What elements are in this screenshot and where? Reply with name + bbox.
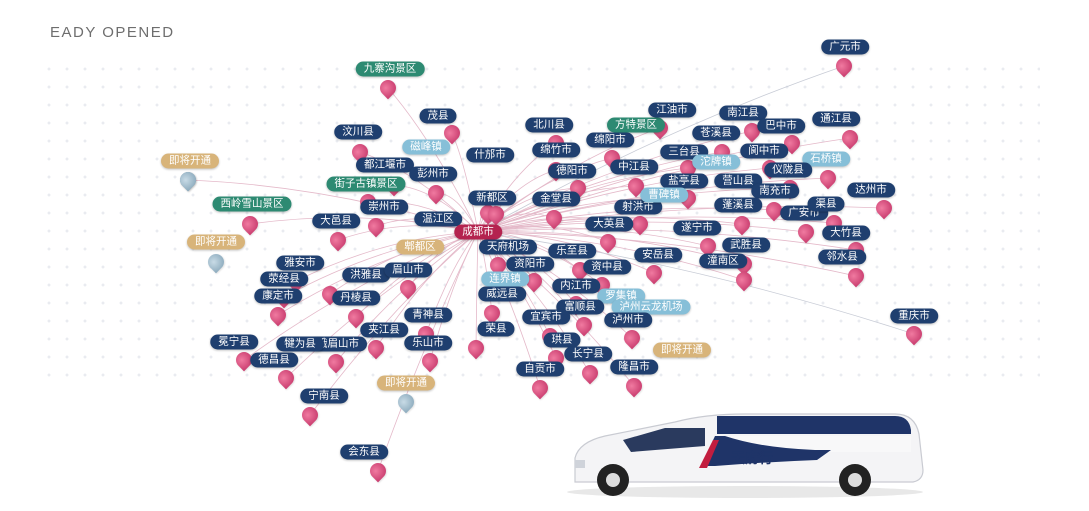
city-label[interactable]: 沱牌镇	[692, 154, 740, 170]
city-label[interactable]: 都江堰市	[356, 157, 414, 173]
city-label[interactable]: 丹棱县	[332, 290, 380, 306]
route-line	[249, 217, 479, 233]
city-label[interactable]: 天府机场	[479, 239, 537, 255]
city-label[interactable]: 曹碑镇	[640, 187, 688, 203]
city-label[interactable]: 什邡市	[466, 147, 514, 163]
route-line	[243, 231, 479, 361]
city-label[interactable]: 资阳市	[506, 256, 554, 272]
city-label[interactable]: 德阳市	[548, 163, 596, 179]
city-label[interactable]: 眉山市	[384, 262, 432, 278]
city-label[interactable]: 康定市	[254, 288, 302, 304]
city-label[interactable]: 巴中市	[757, 118, 805, 134]
city-label[interactable]: 蓬溪县	[714, 197, 762, 213]
city-label[interactable]: 内江市	[552, 278, 600, 294]
city-label[interactable]: 仪陇县	[764, 162, 812, 178]
city-label[interactable]: 即将开通	[161, 153, 219, 169]
city-label[interactable]: 金堂县	[532, 191, 580, 207]
city-label[interactable]: 新都区	[468, 190, 516, 206]
city-label[interactable]: 洪雅县	[342, 267, 390, 283]
city-label[interactable]: 潼南区	[699, 253, 747, 269]
city-label[interactable]: 西岭雪山景区	[212, 196, 292, 212]
city-label[interactable]: 邻水县	[818, 249, 866, 265]
dot-grid-background	[40, 60, 1040, 380]
city-label[interactable]: 街子古镇景区	[326, 176, 406, 192]
route-line	[477, 65, 845, 233]
city-label[interactable]: 营山县	[714, 173, 762, 189]
city-label[interactable]: 安岳县	[634, 247, 682, 263]
city-label[interactable]: 宜宾市	[522, 309, 570, 325]
city-label[interactable]: 宁南县	[300, 388, 348, 404]
city-label[interactable]: 即将开通	[653, 342, 711, 358]
city-label[interactable]: 汶川县	[334, 124, 382, 140]
city-label[interactable]: 即将开通	[377, 375, 435, 391]
route-line	[309, 231, 479, 416]
city-label[interactable]: 中江县	[610, 159, 658, 175]
city-label[interactable]: 泸州市	[604, 312, 652, 328]
city-label[interactable]: 绵阳市	[586, 132, 634, 148]
route-line	[475, 231, 479, 349]
hub-city-label[interactable]: 成都市	[454, 224, 502, 240]
city-label[interactable]: 温江区	[414, 211, 462, 227]
city-label[interactable]: 富顺县	[556, 299, 604, 315]
route-line	[285, 231, 479, 379]
city-label[interactable]: 渠县	[807, 196, 845, 212]
city-label[interactable]: 大邑县	[312, 213, 360, 229]
city-label[interactable]: 大竹县	[822, 225, 870, 241]
van-brand-text: 天府行	[731, 450, 773, 467]
city-label[interactable]: 即将开通	[187, 234, 245, 250]
city-label[interactable]: 通江县	[812, 111, 860, 127]
city-label[interactable]: 九寨沟景区	[355, 61, 425, 77]
shuttle-van-image: 天府行	[567, 413, 924, 498]
city-label[interactable]: 南江县	[719, 105, 767, 121]
city-label[interactable]: 武胜县	[722, 237, 770, 253]
city-label[interactable]: 犍为县	[276, 336, 324, 352]
city-label[interactable]: 阆中市	[740, 143, 788, 159]
header-text: EADY OPENED	[50, 24, 175, 41]
city-label[interactable]: 崇州市	[360, 199, 408, 215]
city-label[interactable]: 乐山市	[404, 335, 452, 351]
city-label[interactable]: 泸州云龙机场	[611, 299, 691, 315]
route-line	[477, 231, 857, 277]
city-label[interactable]: 方特景区	[607, 117, 665, 133]
city-label[interactable]: 石桥镇	[802, 151, 850, 167]
city-label[interactable]: 重庆市	[890, 308, 938, 324]
city-label[interactable]: 江油市	[648, 102, 696, 118]
city-label[interactable]: 广元市	[821, 39, 869, 55]
city-label[interactable]: 荥经县	[260, 271, 308, 287]
city-label[interactable]: 隆昌市	[610, 359, 658, 375]
city-label[interactable]: 德昌县	[250, 352, 298, 368]
city-label[interactable]: 彭州市	[409, 166, 457, 182]
city-label[interactable]: 大英县	[585, 216, 633, 232]
city-label[interactable]: 连界镇	[481, 271, 529, 287]
city-label[interactable]: 荣县	[477, 321, 515, 337]
route-line	[477, 231, 915, 335]
city-label[interactable]: 雅安市	[276, 255, 324, 271]
city-label[interactable]: 郫都区	[396, 239, 444, 255]
city-label[interactable]: 青神县	[404, 307, 452, 323]
city-label[interactable]: 北川县	[525, 117, 573, 133]
city-label[interactable]: 苍溪县	[692, 125, 740, 141]
city-label[interactable]: 绵竹市	[532, 142, 580, 158]
city-label[interactable]: 达州市	[847, 182, 895, 198]
city-label[interactable]: 南充市	[751, 183, 799, 199]
city-label[interactable]: 射洪市	[614, 199, 662, 215]
city-label[interactable]: 茂县	[419, 108, 457, 124]
city-label[interactable]: 磁峰镇	[402, 139, 450, 155]
city-label[interactable]: 盐亭县	[660, 173, 708, 189]
city-label[interactable]: 珙县	[543, 332, 581, 348]
city-label[interactable]: 冕宁县	[210, 334, 258, 350]
city-label[interactable]: 长宁县	[564, 346, 612, 362]
route-line	[477, 167, 771, 233]
city-label[interactable]: 威远县	[478, 286, 526, 302]
city-label[interactable]: 自贡市	[516, 361, 564, 377]
city-label[interactable]: 会东县	[340, 444, 388, 460]
city-label[interactable]: 夹江县	[360, 322, 408, 338]
city-label[interactable]: 遂宁市	[673, 220, 721, 236]
city-label[interactable]: 乐至县	[548, 243, 596, 259]
route-line	[277, 231, 479, 316]
city-label[interactable]: 资中县	[583, 259, 631, 275]
